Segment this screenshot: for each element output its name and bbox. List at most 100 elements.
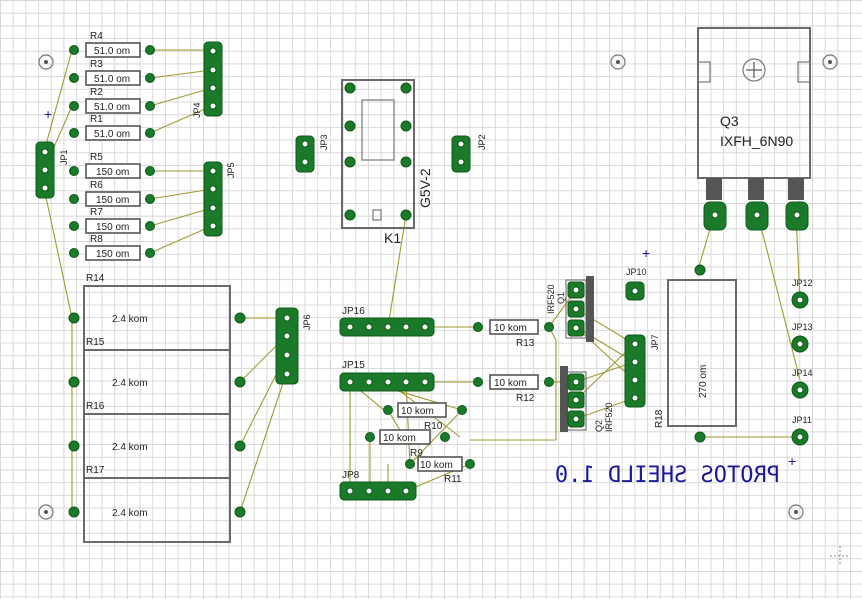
svg-text:R16: R16 (86, 401, 105, 412)
svg-text:IXFH_6N90: IXFH_6N90 (720, 133, 793, 149)
mounting-hole-icon (742, 58, 766, 82)
svg-text:2.4 kom: 2.4 kom (112, 378, 148, 389)
svg-text:51.0 om: 51.0 om (94, 129, 130, 140)
resistor-r13: 10 kom R13 (473, 319, 554, 349)
resistor-r6: R6 150 om (69, 180, 155, 207)
svg-text:JP7: JP7 (650, 334, 660, 350)
svg-text:R2: R2 (90, 87, 103, 98)
svg-text:150 om: 150 om (96, 195, 129, 206)
svg-text:R3: R3 (90, 59, 103, 70)
svg-text:R1: R1 (90, 114, 103, 125)
svg-text:10 kom: 10 kom (383, 433, 416, 444)
svg-text:R7: R7 (90, 207, 103, 218)
plus-marker-icon: + (788, 453, 796, 469)
resistor-r17: R17 2.4 kom (68, 465, 246, 543)
svg-text:JP12: JP12 (792, 278, 813, 288)
svg-text:JP6: JP6 (302, 314, 312, 330)
mosfet-q3: Q3 IXFH_6N90 (697, 27, 811, 231)
relay-k1: G5V-2 K1 (341, 79, 433, 246)
jumper-jp8: JP8 (339, 470, 417, 501)
svg-text:IRF520: IRF520 (546, 284, 556, 314)
mounting-hole-icon (38, 54, 54, 70)
svg-text:Q3: Q3 (720, 113, 739, 129)
svg-text:JP1: JP1 (59, 149, 69, 165)
svg-text:R6: R6 (90, 180, 103, 191)
svg-text:JP11: JP11 (792, 415, 812, 425)
resistor-r12: 10 kom R12 (473, 374, 554, 404)
resistor-r5: R5 150 om (69, 152, 155, 179)
svg-text:JP15: JP15 (342, 360, 365, 371)
resistor-bank-gate: 10 kom R13 10 kom R12 10 kom R10 10 kom … (365, 319, 554, 485)
svg-text:R10: R10 (424, 421, 443, 432)
svg-text:K1: K1 (384, 230, 401, 246)
jumper-jp12: JP12 (791, 278, 813, 309)
mounting-hole-icon (822, 54, 838, 70)
mosfet-q2: Q2 IRF520 (560, 366, 614, 432)
board-title: PROTOS SHEILD 1.0 (555, 463, 780, 488)
jumper-jp13: JP13 (791, 322, 813, 353)
svg-text:10 kom: 10 kom (494, 378, 527, 389)
svg-text:R15: R15 (86, 337, 105, 348)
svg-text:Q1: Q1 (556, 292, 566, 304)
svg-text:JP4: JP4 (192, 102, 202, 118)
svg-text:10 kom: 10 kom (420, 460, 453, 471)
jumper-jp6: JP6 (275, 307, 312, 385)
jumper-jp1: + JP1 (35, 106, 69, 199)
resistor-r1: R1 51.0 om (69, 114, 155, 141)
svg-text:R9: R9 (410, 448, 423, 459)
svg-text:150 om: 150 om (96, 167, 129, 178)
svg-text:150 om: 150 om (96, 222, 129, 233)
svg-text:51.0 om: 51.0 om (94, 46, 130, 57)
svg-text:JP5: JP5 (226, 162, 236, 178)
jumper-jp10: JP10 + (625, 245, 650, 301)
mounting-hole-icon (610, 54, 626, 70)
jumper-jp3: JP3 (295, 134, 329, 173)
resistor-bank-power: R14 2.4 kom R15 2.4 kom R16 2.4 kom R17 … (68, 273, 246, 543)
svg-text:2.4 kom: 2.4 kom (112, 442, 148, 453)
svg-text:JP10: JP10 (626, 267, 647, 277)
svg-text:10 kom: 10 kom (494, 323, 527, 334)
plus-marker-icon: + (642, 245, 650, 261)
svg-text:R18: R18 (654, 409, 665, 428)
svg-text:2.4 kom: 2.4 kom (112, 508, 148, 519)
mounting-holes (38, 54, 838, 520)
svg-text:JP14: JP14 (792, 368, 813, 378)
resistor-r7: R7 150 om (69, 207, 155, 234)
mounting-hole-icon (38, 504, 54, 520)
svg-text:10 kom: 10 kom (401, 406, 434, 417)
jumper-jp15: JP15 (339, 360, 435, 392)
jumper-jp2: JP2 (451, 134, 487, 173)
svg-text:R4: R4 (90, 31, 103, 42)
svg-text:R11: R11 (444, 474, 462, 485)
svg-text:R5: R5 (90, 152, 103, 163)
svg-text:JP2: JP2 (477, 134, 487, 150)
svg-text:R14: R14 (86, 273, 105, 284)
svg-text:G5V-2: G5V-2 (417, 168, 433, 208)
svg-text:2.4 kom: 2.4 kom (112, 314, 148, 325)
resistor-r9: 10 kom R9 (365, 429, 450, 459)
resistor-bank-small: R4 51.0 om R3 51.0 om R2 51.0 om R1 51.0… (69, 31, 155, 261)
svg-text:PROTOS SHEILD 1.0: PROTOS SHEILD 1.0 (555, 463, 780, 488)
svg-text:JP3: JP3 (319, 134, 329, 150)
resistor-r2: R2 51.0 om (69, 87, 155, 114)
jumper-jp11: JP11 + (788, 415, 812, 469)
svg-text:270 om: 270 om (698, 365, 709, 398)
jumper-jp7: JP7 (624, 334, 660, 408)
resistor-r11: 10 kom R11 (405, 456, 475, 485)
svg-text:150 om: 150 om (96, 249, 129, 260)
jumper-jp14: JP14 (791, 368, 813, 399)
resistor-r4: R4 51.0 om (69, 31, 155, 58)
jumper-jp4: JP4 (192, 41, 223, 118)
svg-text:IRF520: IRF520 (604, 402, 614, 432)
svg-text:R12: R12 (516, 393, 535, 404)
svg-text:51.0 om: 51.0 om (94, 74, 130, 85)
svg-text:51.0 om: 51.0 om (94, 102, 130, 113)
jumper-jp16: JP16 (339, 306, 435, 337)
svg-text:R17: R17 (86, 465, 105, 476)
jumper-jp5: JP5 (203, 161, 236, 237)
svg-text:JP13: JP13 (792, 322, 813, 332)
svg-text:Q2: Q2 (594, 420, 604, 432)
svg-text:JP8: JP8 (342, 470, 360, 481)
resistor-r3: R3 51.0 om (69, 59, 155, 86)
